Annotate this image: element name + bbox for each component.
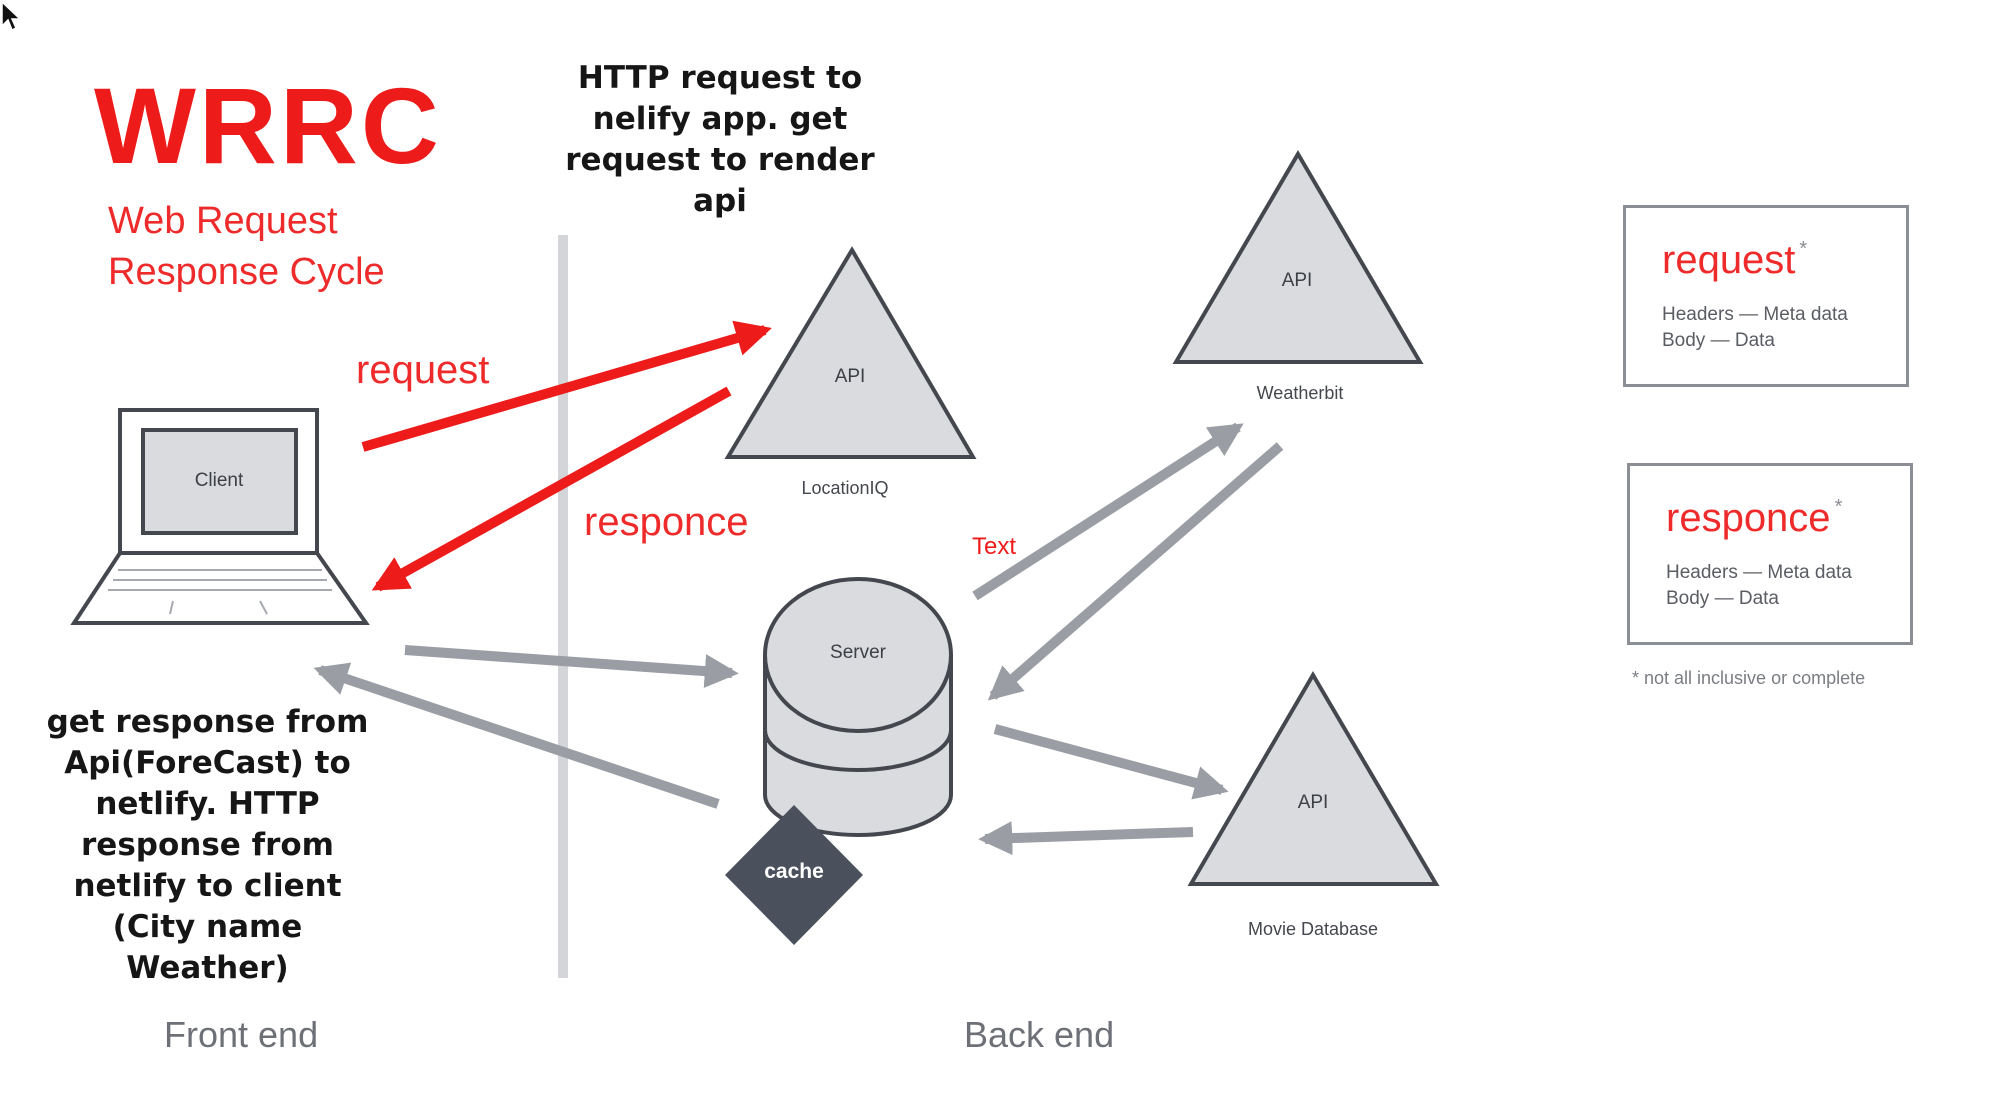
api-moviedb-triangle [1187,671,1440,886]
legend-response-title-text: responce [1666,496,1831,540]
note-bottom: get response from Api(ForeCast) to netli… [46,704,369,986]
api-locationiq-label: API [834,366,866,387]
server-to-moviedb-arrow [993,724,1229,800]
legend-response-title: responce* [1666,496,1842,541]
cache-diamond-icon [725,805,863,945]
legend-request-title-text: request [1662,238,1796,282]
front-end-label: Front end [164,1014,319,1055]
back-end-label: Back end [964,1014,1115,1055]
response-arrow [371,386,732,592]
note-top: HTTP request to nelify app. get request … [565,60,875,219]
legend-response-marker: * [1834,496,1843,518]
server-database-icon [763,577,953,837]
api-weatherbit-triangle [1172,150,1424,364]
legend-response-box: responce* Headers — Meta data Body — Dat… [1627,463,1913,645]
legend-response-line: Body — Data [1666,588,1779,609]
legend-footnote: * not all inclusive or complete [1632,668,1866,688]
locationiq-caption: LocationIQ [801,478,889,498]
wrrc-title: WRRC [94,65,442,186]
legend-request-marker: * [1799,238,1808,260]
legend-request-line: Headers — Meta data [1662,304,1848,325]
text-tag: Text [972,533,1017,560]
weatherbit-caption: Weatherbit [1256,383,1344,403]
client-to-server-arrow [404,645,739,689]
request-arrow [361,320,772,452]
legend-request-box: request* Headers — Meta data Body — Data [1623,205,1909,387]
wrrc-subtitle: Web Request Response Cycle [108,200,385,293]
server-to-weatherbit-arrow [972,422,1244,601]
api-weatherbit-label: API [1281,270,1313,291]
mouse-cursor-icon [1,0,22,32]
server-label: Server [830,642,886,663]
response-label: responce [584,500,749,544]
server-to-client-arrow [313,662,720,809]
api-moviedb-label: API [1297,792,1329,813]
legend-response-line: Headers — Meta data [1666,562,1852,583]
api-locationiq-triangle [724,246,977,459]
laptop-icon [70,408,370,625]
moviedb-caption: Movie Database [1247,919,1379,939]
legend-request-title: request* [1662,238,1807,283]
weatherbit-to-server-arrow [987,442,1284,701]
request-label: request [356,348,490,392]
client-label: Client [194,470,244,491]
moviedb-to-server-arrow [978,821,1194,856]
cache-label: cache [764,860,824,883]
legend-request-line: Body — Data [1662,330,1775,351]
